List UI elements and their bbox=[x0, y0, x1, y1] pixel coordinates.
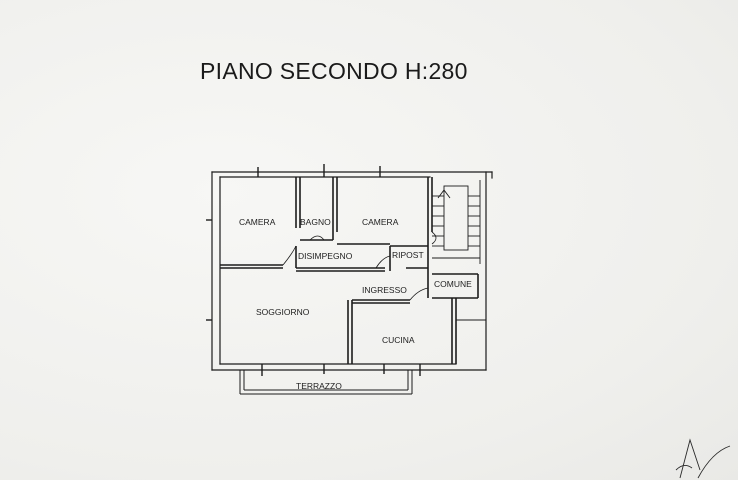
label-ingresso: INGRESSO bbox=[362, 285, 407, 295]
label-comune: COMUNE bbox=[434, 279, 472, 289]
label-cucina: CUCINA bbox=[382, 335, 415, 345]
terrace-outline bbox=[239, 370, 413, 395]
label-bagno: BAGNO bbox=[300, 217, 331, 227]
interior-walls bbox=[220, 177, 486, 364]
label-terrazzo: TERRAZZO bbox=[296, 381, 342, 391]
window-marks bbox=[206, 164, 421, 376]
label-soggiorno: SOGGIORNO bbox=[256, 307, 310, 317]
door-swings bbox=[282, 231, 437, 301]
room-labels: CAMERA BAGNO CAMERA DISIMPEGNO RIPOST CO… bbox=[239, 217, 472, 391]
corner-mark bbox=[675, 438, 731, 479]
plan-title: PIANO SECONDO H:280 bbox=[200, 58, 468, 84]
stairwell bbox=[432, 180, 481, 264]
label-camera-2: CAMERA bbox=[362, 217, 399, 227]
label-disimpegno: DISIMPEGNO bbox=[298, 251, 353, 261]
label-camera-1: CAMERA bbox=[239, 217, 276, 227]
label-ripost: RIPOST bbox=[392, 250, 424, 260]
